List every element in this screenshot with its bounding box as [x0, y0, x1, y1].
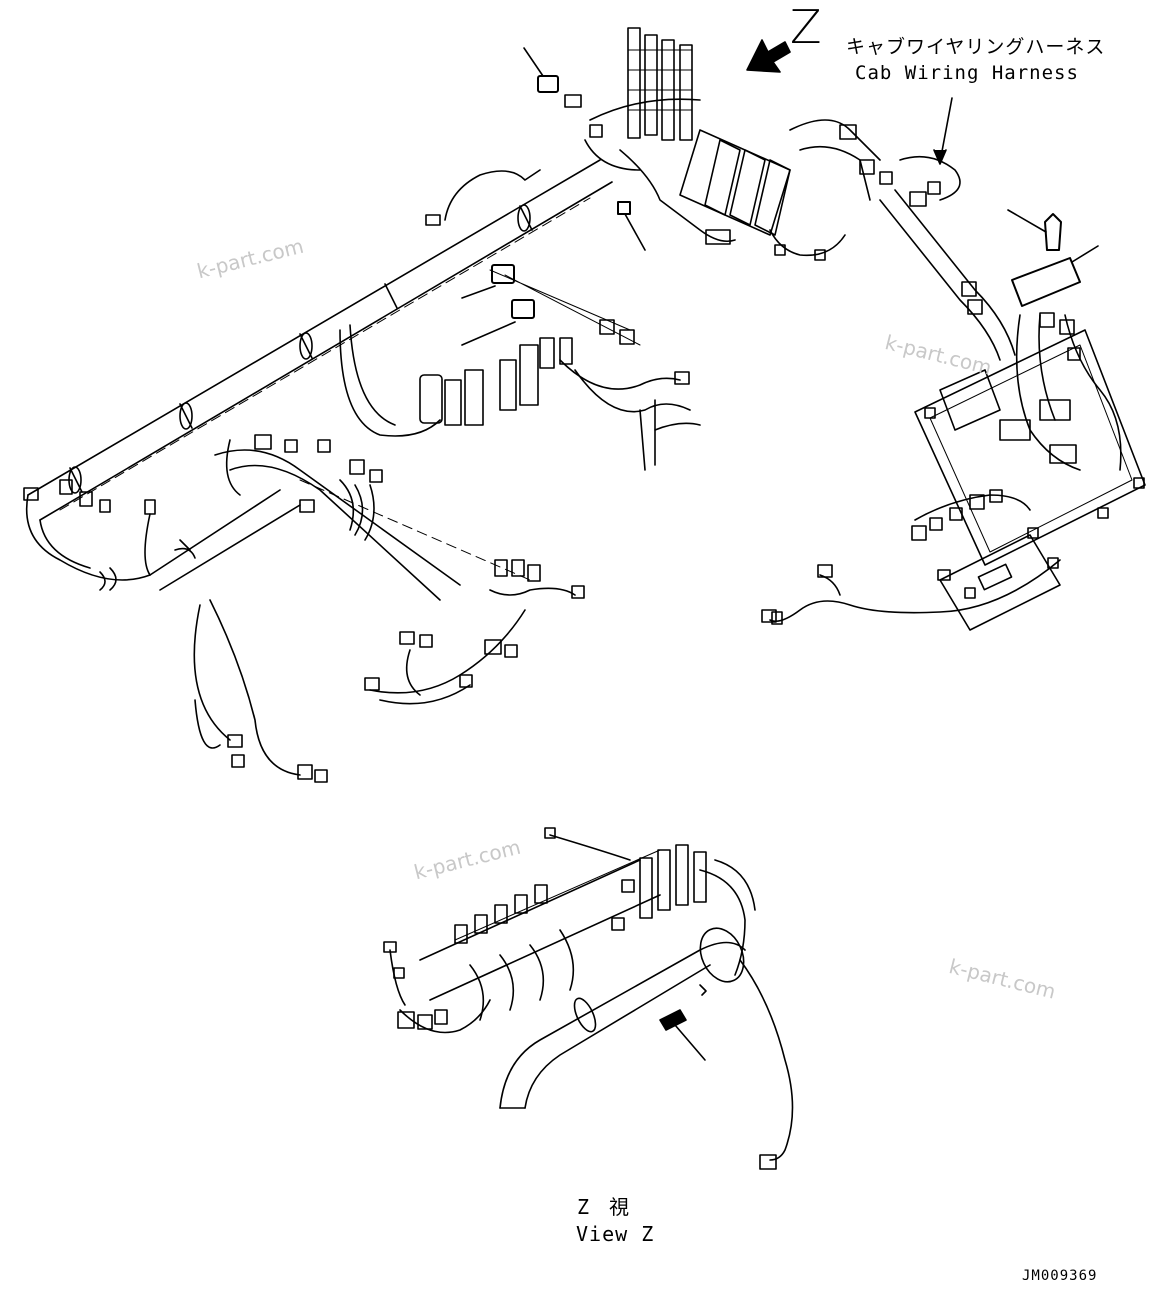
top-relay-block: [425, 27, 893, 261]
main-harness-trunk: [27, 159, 613, 521]
right-harness-run: [879, 155, 1016, 361]
drawing-code: JM009369: [1022, 1268, 1098, 1284]
harness-label-japanese: キャブワイヤリングハーネス: [846, 36, 1106, 58]
center-connector-group: [339, 264, 701, 471]
view-caption-english: View Z: [576, 1222, 655, 1246]
left-end-branch: [23, 479, 328, 783]
right-console: [761, 209, 1146, 631]
harness-leader-arrowhead: [933, 149, 947, 165]
view-z-detail: [383, 827, 794, 1170]
view-arrow: [746, 39, 791, 73]
harness-label-english: Cab Wiring Harness: [855, 62, 1079, 84]
left-center-cluster: [214, 434, 531, 601]
view-caption-japanese: Z 視: [577, 1195, 630, 1219]
view-letter: Z: [790, 0, 822, 54]
lower-center-branch: [364, 559, 585, 705]
